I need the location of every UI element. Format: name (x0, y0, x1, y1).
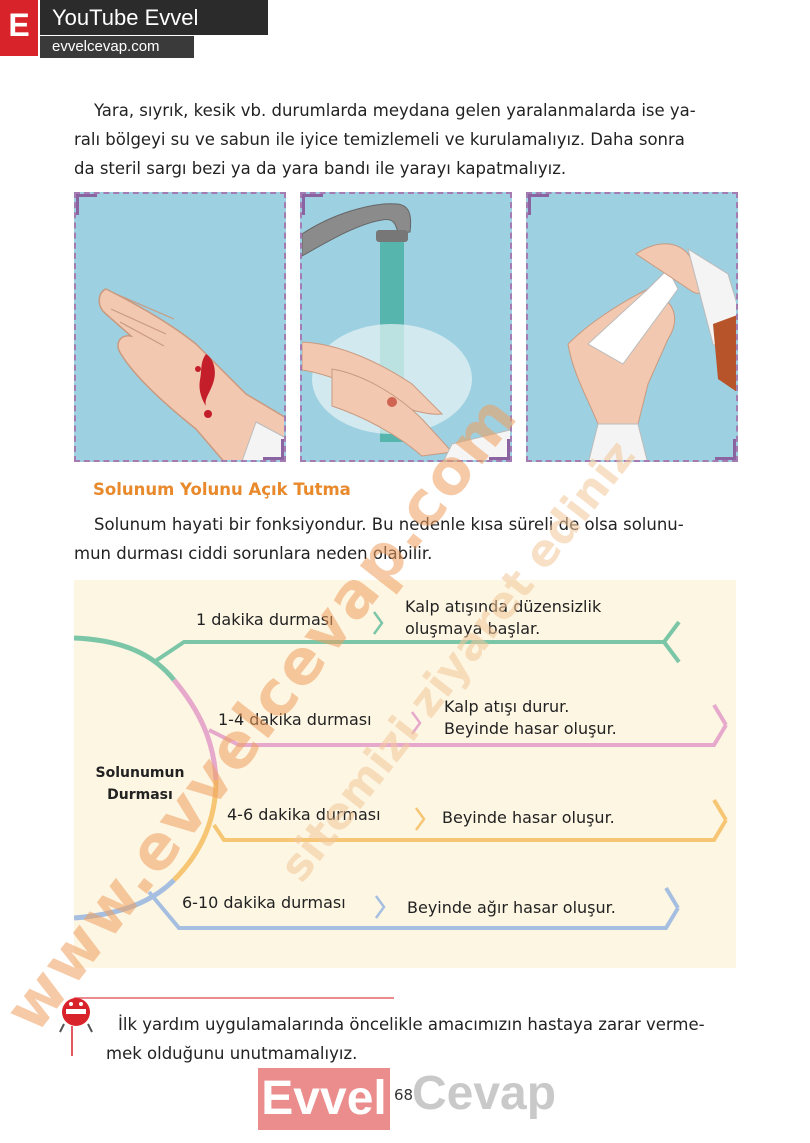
frame-corner (715, 439, 736, 460)
result-line: Beyinde hasar oluşur. (444, 719, 617, 738)
intro-paragraph: Yara, sıyrık, kesik vb. durumlarda meyda… (74, 96, 738, 183)
result-line: Kalp atışı durur. (444, 697, 570, 716)
section-paragraph: Solunum hayati bir fonksiyondur. Bu nede… (74, 510, 738, 568)
warning-mascot-icon (59, 997, 394, 1056)
note-line: mek olduğunu unutmamalıyız. (106, 1044, 358, 1063)
branch-4-result: Beyinde ağır hasar oluşur. (407, 898, 616, 917)
illustration-cut-hand (74, 192, 286, 462)
diagram-center-label: Solunumun Durması (80, 762, 200, 806)
section-title: Solunum Yolunu Açık Tutma (93, 480, 351, 499)
footer-logo-evvel: Evvel (258, 1068, 390, 1130)
tap-water-drawing (302, 203, 510, 460)
center-label-line: Solunumun (95, 765, 185, 781)
section-line: Solunum hayati bir fonksiyondur. Bu nede… (94, 515, 684, 534)
site-link[interactable]: evvelcevap.com (40, 36, 194, 58)
intro-line: ralı bölgeyi su ve sabun ile iyice temiz… (74, 130, 685, 149)
frame-corner (76, 194, 97, 215)
result-line: oluşmaya başlar. (405, 619, 541, 638)
reminder-note: İlk yardım uygulamalarında öncelikle ama… (106, 1010, 738, 1068)
breathing-stop-diagram: Solunumun Durması 1 dakika durması Kalp … (74, 580, 736, 968)
intro-line: da steril sargı bezi ya da yara bandı il… (74, 159, 567, 178)
branch-3-result: Beyinde hasar oluşur. (442, 808, 615, 827)
branch-2-result: Kalp atışı durur. Beyinde hasar oluşur. (444, 696, 617, 740)
branch-1-label: 1 dakika durması (196, 610, 334, 629)
bandage-drawing (567, 243, 736, 460)
hand-wound-drawing (98, 288, 284, 460)
center-label-line: Durması (107, 787, 173, 803)
footer-logo-cevap: Cevap (412, 1067, 557, 1120)
result-line: Kalp atışında düzensizlik (405, 597, 602, 616)
brand-badge-e: E (0, 0, 38, 56)
illustration-bandaging (526, 192, 738, 462)
section-line: mun durması ciddi sorunlara neden olabil… (74, 544, 433, 563)
frame-corner (302, 194, 323, 215)
channel-title: YouTube Evvel Cevap (40, 0, 268, 65)
branch-1-result: Kalp atışında düzensizlik oluşmaya başla… (405, 596, 601, 640)
note-line: İlk yardım uygulamalarında öncelikle ama… (118, 1015, 705, 1034)
brand-badge-tail (30, 44, 38, 54)
intro-line: Yara, sıyrık, kesik vb. durumlarda meyda… (94, 101, 696, 120)
branch-4-label: 6-10 dakika durması (182, 893, 346, 912)
frame-corner (263, 439, 284, 460)
frame-corner (489, 439, 510, 460)
diagram-branches (74, 611, 728, 930)
branch-3-label: 4-6 dakika durması (227, 805, 381, 824)
illustration-washing-hands (300, 192, 512, 462)
branch-2-label: 1-4 dakika durması (218, 710, 372, 729)
frame-corner (528, 194, 549, 215)
page-number: 68 (394, 1086, 414, 1104)
